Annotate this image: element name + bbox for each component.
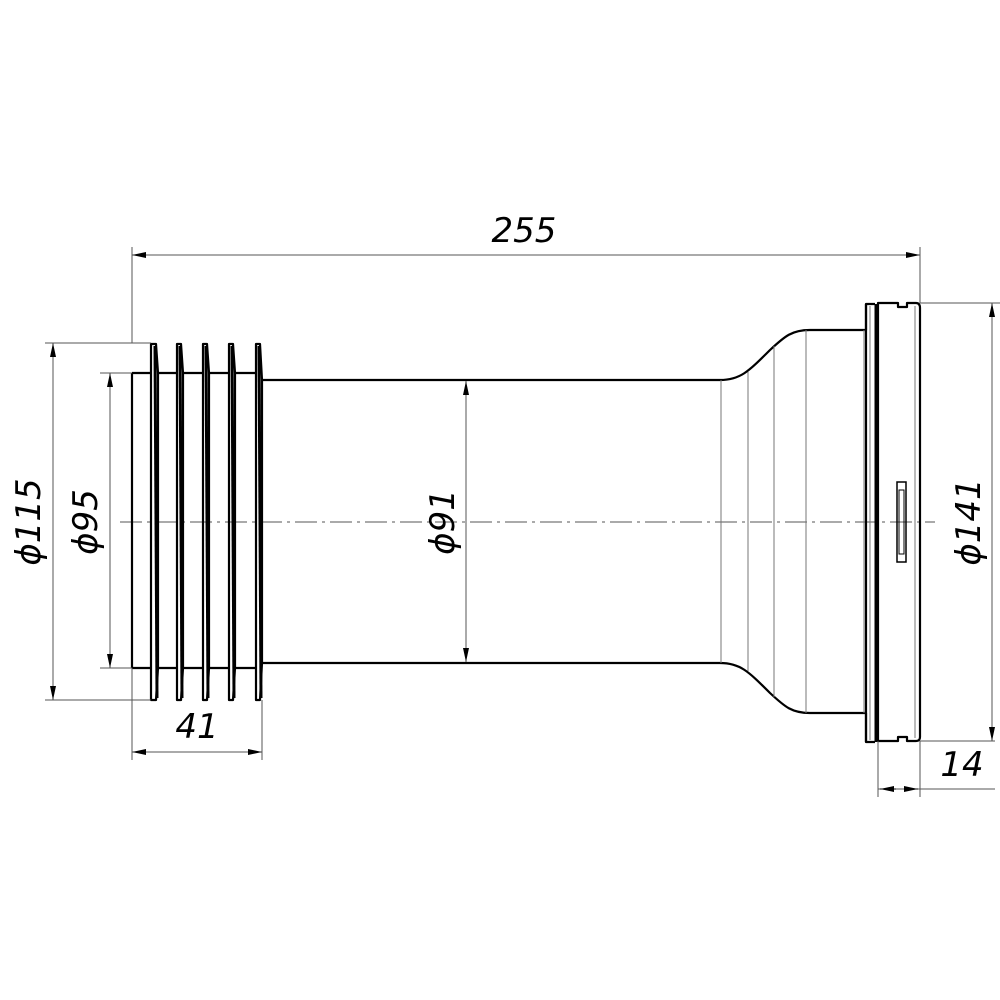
dim-14-label: 14 — [940, 745, 983, 785]
pipe-body — [262, 302, 875, 382]
dimension-flange-width: 14 — [877, 740, 995, 797]
dimension-outer-seal-diameter: ϕ115 — [9, 342, 151, 701]
flange — [864, 301, 922, 743]
dimension-seal-length: 41 — [131, 668, 263, 760]
dimension-inner-seal-diameter: ϕ95 — [66, 372, 132, 669]
slot — [896, 481, 907, 563]
dimension-pipe-diameter: ϕ91 — [423, 381, 469, 662]
dim-phi115-label: ϕ115 — [9, 478, 49, 565]
dimension-flange-diameter: ϕ141 — [920, 302, 1000, 741]
dim-255-label: 255 — [492, 211, 557, 251]
dimension-overall-length: 255 — [131, 211, 921, 343]
dim-phi141-label: ϕ141 — [949, 478, 989, 565]
dim-phi95-label: ϕ95 — [66, 489, 106, 555]
dim-phi91-label: ϕ91 — [423, 489, 463, 555]
corrugated-seal — [130, 342, 264, 702]
dim-41-label: 41 — [175, 707, 218, 747]
part-outline — [130, 301, 922, 744]
